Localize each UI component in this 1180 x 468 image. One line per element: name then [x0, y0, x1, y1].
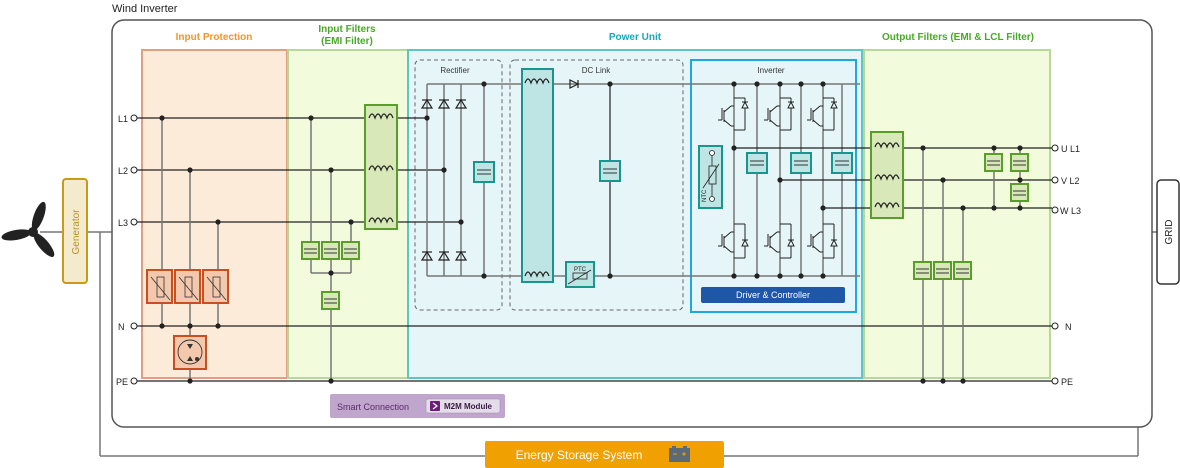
dc-choke-icon [521, 68, 554, 283]
input-protection-components [146, 115, 229, 384]
output-terminals: U L1 V L2 W L3 N PE [1051, 144, 1081, 387]
ptc-thermistor-icon: PTC [565, 261, 595, 288]
output-filter-components [870, 131, 1052, 384]
inverter-block [690, 59, 857, 313]
chevron-right-icon [430, 401, 440, 411]
smart-connection-label: Smart Connection [337, 402, 409, 412]
dc-link-label: DC Link [582, 66, 611, 75]
input-terminals: L1 L2 L3 N PE [116, 114, 138, 387]
wind-inverter-title: Wind Inverter [112, 3, 178, 15]
inverter-label: Inverter [757, 66, 784, 75]
igbt-icon [807, 223, 838, 259]
capacitor-icon [984, 153, 1003, 172]
capacitor-icon [790, 152, 812, 174]
wind-turbine-icon [1, 201, 55, 257]
gas-discharge-tube-icon [173, 335, 207, 370]
terminal-label-l3: L3 [118, 218, 128, 228]
terminal-label-v-l2: V L2 [1061, 176, 1080, 186]
varistor-icon [202, 269, 229, 304]
ptc-label: PTC [574, 267, 587, 273]
capacitor-icon [321, 291, 340, 310]
capacitor-icon [599, 160, 621, 182]
ntc-thermistor-icon: NTC [698, 145, 723, 209]
diode-icon [569, 79, 580, 89]
input-filter-components [301, 104, 398, 384]
terminal-label-pe-out: PE [1061, 377, 1073, 387]
driver-controller-label: Driver & Controller [736, 290, 810, 300]
rectifier-components [421, 81, 520, 279]
driver-controller-button[interactable] [701, 287, 845, 303]
capacitor-icon [1010, 153, 1029, 172]
smart-connection-block[interactable]: Smart Connection M2M Module [330, 394, 505, 418]
igbt-icon [718, 97, 749, 131]
power-unit-title: Power Unit [609, 32, 662, 43]
capacitor-icon [831, 152, 853, 174]
bus-lines [135, 117, 1052, 382]
capacitor-icon [301, 241, 320, 260]
input-filters-title-line2: (EMI Filter) [321, 36, 373, 47]
grid-block[interactable]: GRID [1156, 179, 1180, 285]
generator-label: Generator [71, 209, 82, 255]
input-filters-title-line1: Input Filters [318, 24, 376, 35]
igbt-icon [718, 223, 749, 259]
rectifier-label: Rectifier [440, 66, 470, 75]
capacitor-icon [746, 152, 768, 174]
emi-choke-icon [364, 104, 398, 230]
igbt-icon [764, 97, 795, 131]
dc-link-components: PTC [520, 68, 860, 288]
energy-storage-system-block[interactable]: Energy Storage System [485, 441, 724, 468]
terminal-label-n: N [118, 322, 125, 332]
lcl-choke-icon [870, 131, 904, 219]
power-unit-section [407, 49, 863, 379]
terminal-label-pe: PE [116, 377, 128, 387]
inverter-components: NTC Driver & Controller [698, 81, 872, 303]
terminal-label-w-l3: W L3 [1060, 206, 1081, 216]
battery-icon [669, 446, 690, 462]
igbt-icon [807, 97, 838, 131]
m2m-module-button[interactable] [425, 398, 501, 414]
capacitor-icon [473, 161, 495, 183]
capacitor-icon [1010, 183, 1029, 202]
m2m-module-label: M2M Module [444, 402, 493, 411]
energy-storage-label: Energy Storage System [516, 448, 643, 462]
dc-link-block [509, 59, 684, 311]
ntc-label: NTC [702, 189, 708, 202]
igbt-icon [764, 223, 795, 259]
varistor-icon [146, 269, 173, 304]
terminal-label-l1: L1 [118, 114, 128, 124]
generator-block[interactable]: Generator [62, 178, 88, 284]
rectifier-block [414, 59, 503, 311]
input-protection-section [141, 49, 288, 379]
capacitor-icon [321, 241, 340, 260]
output-filters-title: Output Filters (EMI & LCL Filter) [882, 32, 1034, 43]
capacitor-icon [913, 261, 932, 280]
terminal-label-l2: L2 [118, 166, 128, 176]
capacitor-icon [341, 241, 360, 260]
input-protection-title: Input Protection [176, 32, 253, 43]
varistor-icon [174, 269, 201, 304]
capacitor-icon [933, 261, 952, 280]
capacitor-icon [953, 261, 972, 280]
terminal-label-u-l1: U L1 [1061, 144, 1080, 154]
grid-label: GRID [1164, 220, 1175, 245]
terminal-label-n-out: N [1065, 322, 1072, 332]
